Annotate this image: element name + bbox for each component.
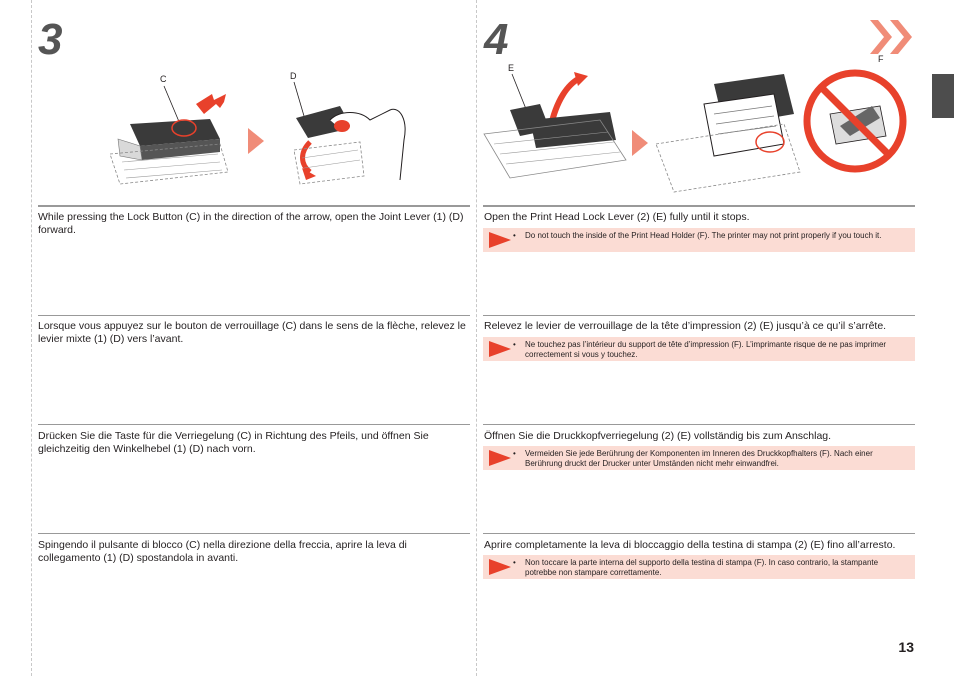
left-it-text: Spingendo il pulsante di blocco (C) nell… [38,539,407,564]
caution-bullet: • [513,231,516,240]
left-fr-text: Lorsque vous appuyez sur le bouton de ve… [38,320,466,345]
rule-right-2 [483,315,915,316]
rule-right-4 [483,533,915,534]
right-en-text: Open the Print Head Lock Lever (2) (E) f… [484,211,750,223]
caution-flag-icon [489,450,511,466]
page-number: 13 [898,639,914,655]
left-de-text: Drücken Sie die Taste für die Verriegelu… [38,430,429,455]
print-head-lever-illustration [483,72,627,179]
arrow-right-icon-2 [632,130,648,156]
joint-lever-illustration [293,81,406,185]
next-page-arrows-icon [870,20,912,54]
label-f: F [878,54,884,64]
caution-text-de: Vermeiden Sie jede Berührung der Kompone… [525,449,873,468]
label-c: C [160,74,167,84]
left-en-text: While pressing the Lock Button (C) in th… [38,211,464,236]
label-d: D [290,71,297,81]
caution-box-it: • Non toccare la parte interna del suppo… [483,555,915,579]
caution-flag-icon [489,559,511,575]
right-de-text: Öffnen Sie die Druckkopfverriegelung (2)… [484,430,832,442]
arrow-right-icon [248,128,264,154]
caution-text-en: Do not touch the inside of the Print Hea… [525,231,882,240]
print-head-holder-illustration [655,74,801,193]
caution-bullet: • [513,449,516,458]
caution-bullet: • [513,340,516,349]
caution-box-en: • Do not touch the inside of the Print H… [483,228,915,252]
left-margin-divider [31,0,32,676]
right-fr-text: Relevez le levier de verrouillage de la … [484,320,887,332]
rule-left-4 [38,533,470,534]
center-divider [476,0,477,676]
step-number-4: 4 [484,15,509,64]
rule-left-2 [38,315,470,316]
caution-text-fr: Ne touchez pas l’intérieur du support de… [525,340,887,359]
caution-text-it: Non toccare la parte interna del support… [525,558,879,577]
caution-box-de: • Vermeiden Sie jede Berührung der Kompo… [483,446,915,470]
rule-left-1 [38,205,470,207]
rule-left-3 [38,424,470,425]
rule-right-3 [483,424,915,425]
rule-right-1 [483,205,915,207]
label-e: E [508,63,515,73]
caution-bullet: • [513,558,516,567]
right-it-text: Aprire completamente la leva di bloccagg… [484,539,896,551]
no-touch-icon [803,69,907,173]
step-number-3: 3 [38,15,63,64]
caution-box-fr: • Ne touchez pas l’intérieur du support … [483,337,915,361]
caution-flag-icon [489,341,511,357]
lock-button-illustration [109,85,229,185]
section-tab [932,74,954,118]
caution-flag-icon [489,232,511,248]
